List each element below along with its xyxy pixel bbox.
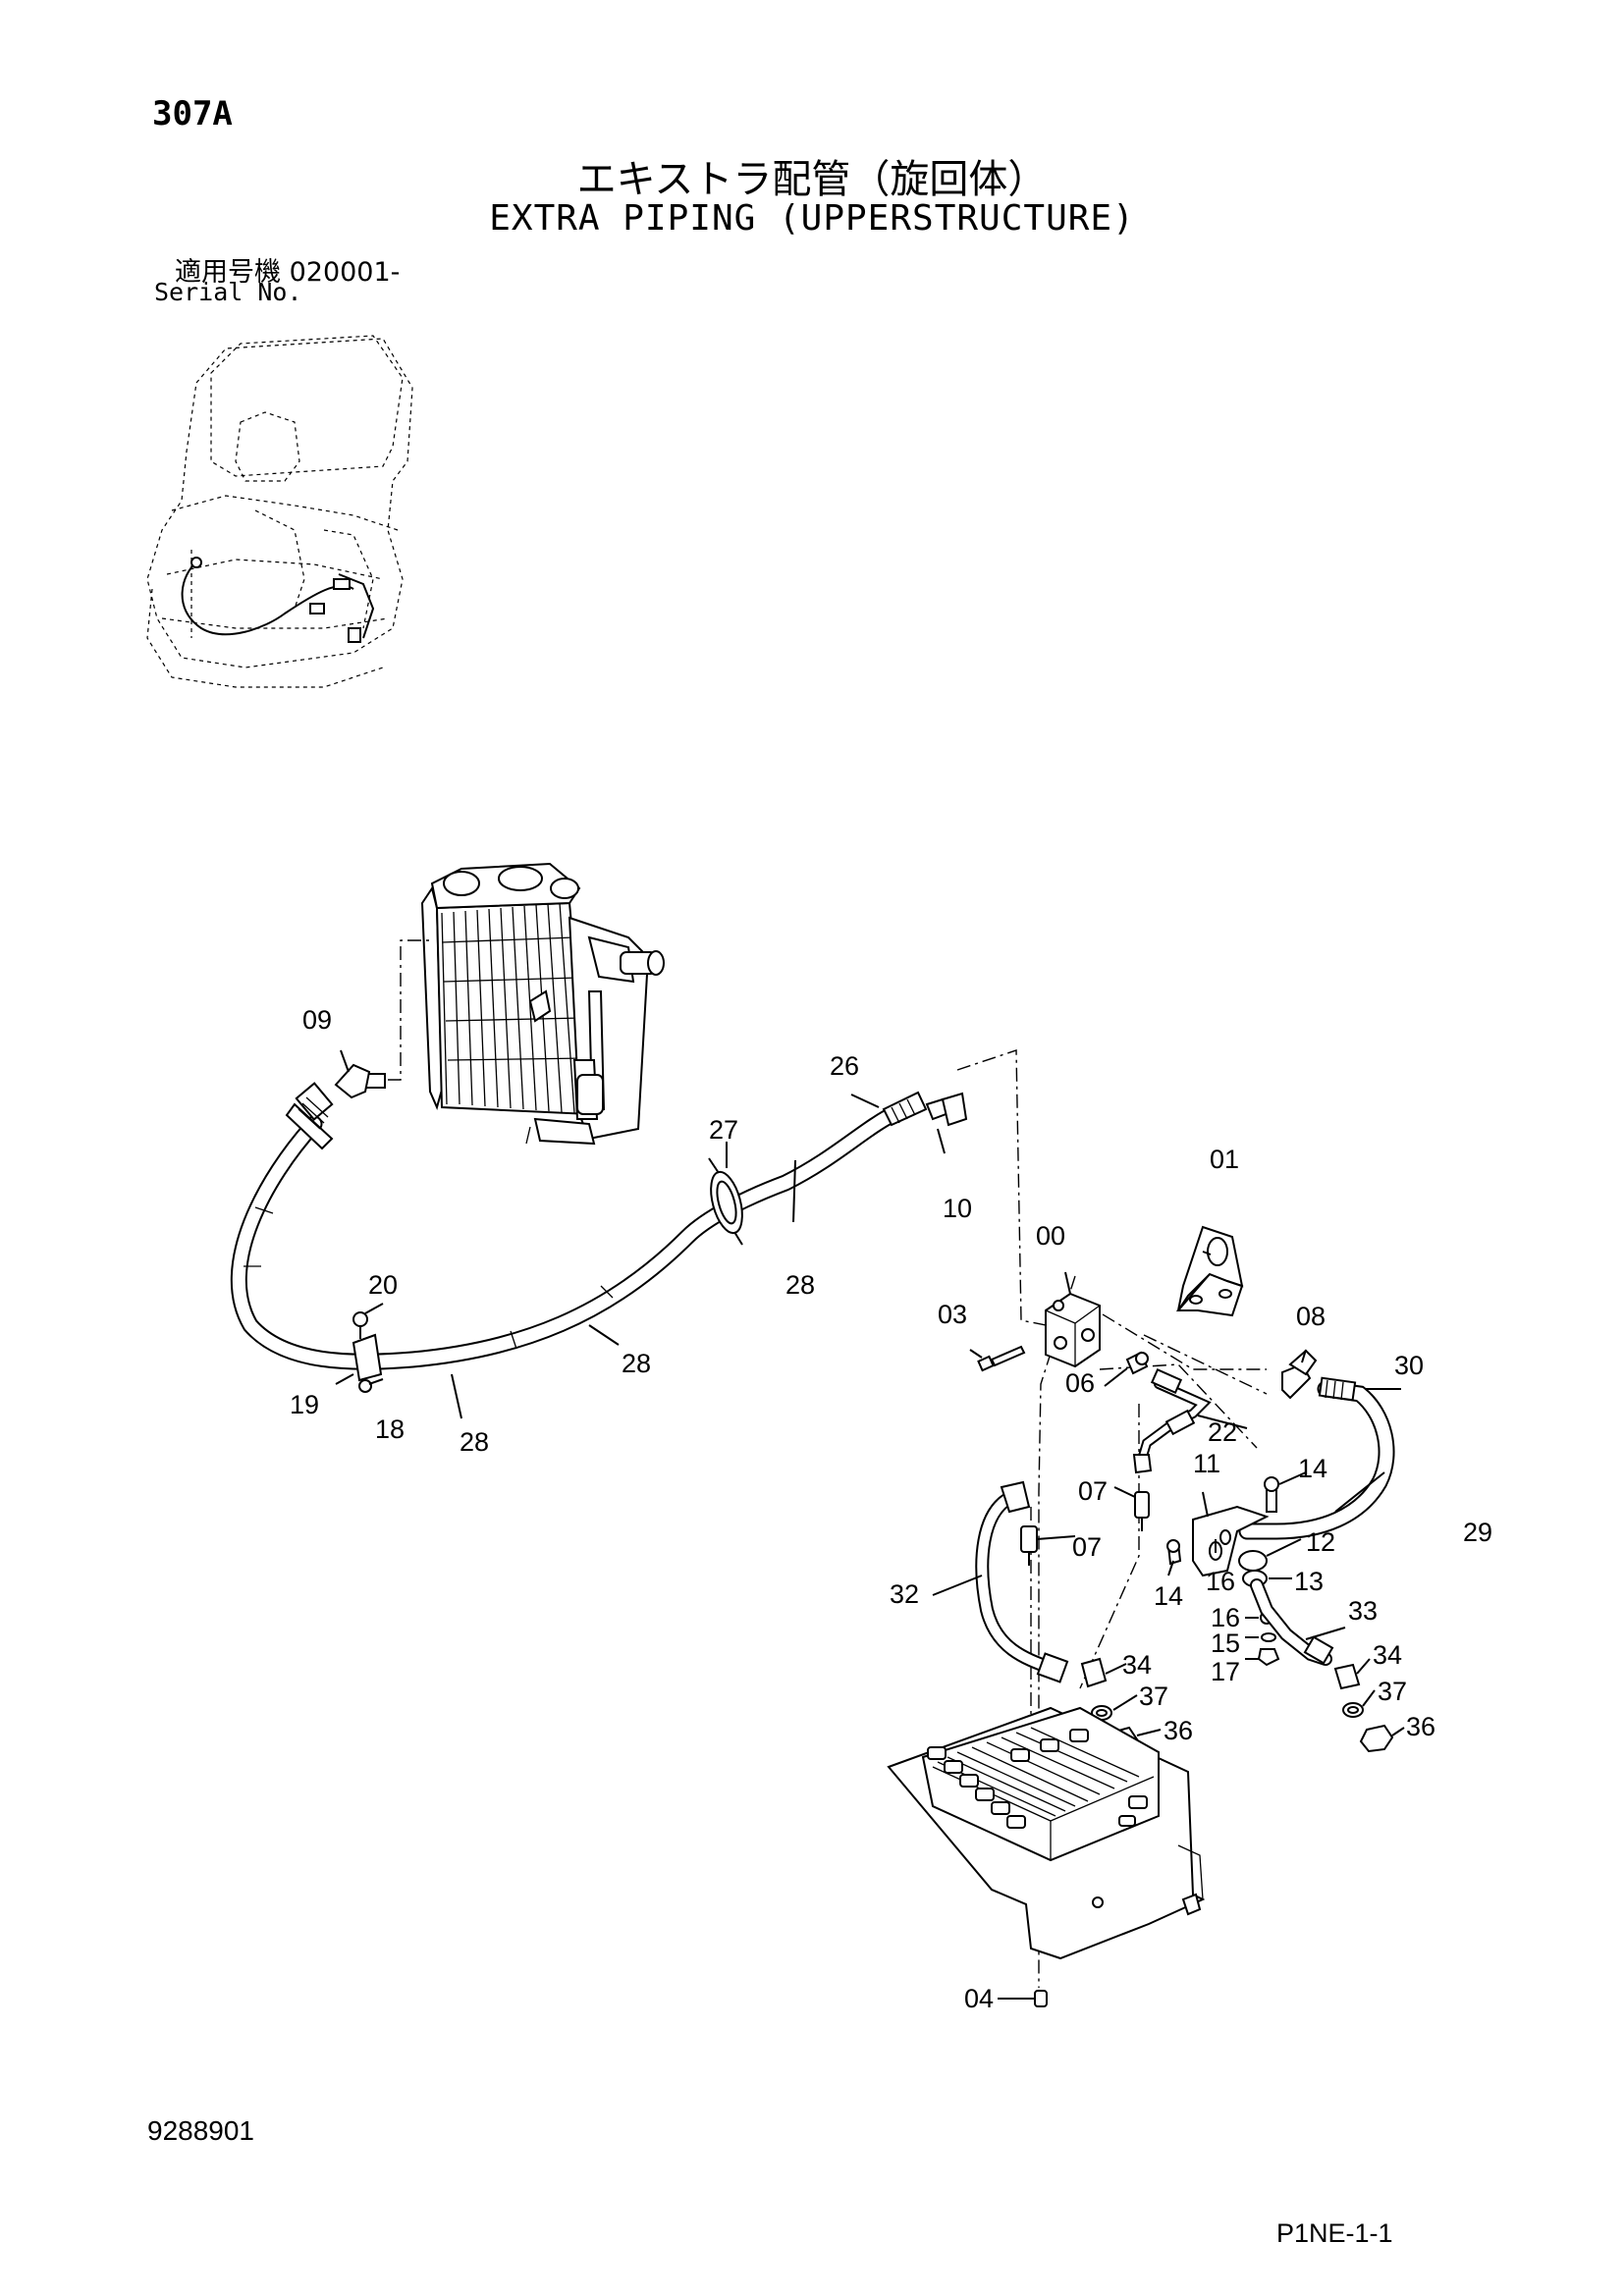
callout-14-lower: 14 [1154,1581,1183,1611]
pipe-22 [1132,1367,1212,1474]
callout-07-right: 07 [1078,1476,1108,1506]
callout-10: 10 [943,1194,972,1223]
callout-12: 12 [1306,1527,1335,1557]
callout-22: 22 [1208,1417,1237,1447]
callout-07-left: 07 [1072,1532,1102,1562]
callout-29: 29 [1463,1518,1492,1547]
page-title-english: EXTRA PIPING (UPPERSTRUCTURE) [489,198,1135,239]
callout-36-left: 36 [1164,1716,1193,1745]
drawing-number: 9288901 [147,2115,255,2146]
callout-27: 27 [709,1115,738,1145]
callout-00: 00 [1036,1221,1065,1251]
valve-block-00 [1045,1292,1101,1368]
callout-04: 04 [964,1984,994,2013]
cap-set-right [1333,1663,1394,1753]
callout-19: 19 [290,1390,319,1419]
bolt-04 [1034,1990,1048,2007]
callout-28-upper: 28 [785,1270,815,1300]
bolt-03 [977,1345,1026,1372]
callout-33: 33 [1348,1596,1378,1626]
callout-15: 15 [1211,1629,1240,1658]
applicable-serial-label: 適用号機 020001- [175,257,401,288]
control-valve-assembly [887,1706,1206,1960]
hose-33 [1250,1578,1334,1666]
callout-09: 09 [302,1005,332,1035]
callout-32: 32 [890,1579,919,1609]
serial-number-label: Serial No. [154,278,302,306]
callout-16-upper: 16 [1206,1567,1235,1596]
callout-01: 01 [1210,1145,1239,1174]
callout-37-right: 37 [1378,1677,1407,1706]
callout-16-lower: 16 [1211,1603,1240,1632]
callout-26: 26 [830,1051,859,1081]
callout-11: 11 [1193,1449,1220,1478]
leader-lines [335,1049,1405,2000]
callout-36-right: 36 [1406,1712,1435,1741]
callout-34-right: 34 [1373,1640,1402,1670]
sheet-code: P1NE-1-1 [1276,2218,1393,2248]
oil-cooler-assembly [420,862,665,1146]
overview-machine-sketch [146,335,413,688]
callout-18: 18 [375,1415,405,1444]
callout-37-left: 37 [1139,1682,1168,1711]
callout-20: 20 [368,1270,398,1300]
hose-29-assembly [1238,1376,1395,1540]
hose-28-assembly [230,1071,928,1393]
adapter-06 [1125,1351,1149,1375]
elbow-08 [1281,1349,1318,1400]
callout-14-upper: 14 [1298,1454,1327,1483]
bracket-01 [1175,1225,1244,1317]
callout-34-left: 34 [1122,1650,1152,1680]
callout-30: 30 [1394,1351,1424,1380]
callout-06: 06 [1065,1368,1095,1398]
callout-03: 03 [938,1300,967,1329]
callout-08: 08 [1296,1302,1326,1331]
callout-28-middle: 28 [622,1349,651,1378]
callout-labels: 09 26 27 10 01 00 28 20 03 08 28 30 06 1… [290,1005,1492,2013]
page-title-japanese: エキストラ配管（旋回体） [576,157,1048,202]
hose-32 [975,1480,1069,1683]
page-code: 307A [152,94,233,133]
callout-28-lower: 28 [460,1427,489,1457]
grommet-27 [708,1157,743,1246]
callout-17: 17 [1211,1657,1240,1686]
callout-13: 13 [1294,1567,1324,1596]
elbow-fittings [334,1063,968,1127]
